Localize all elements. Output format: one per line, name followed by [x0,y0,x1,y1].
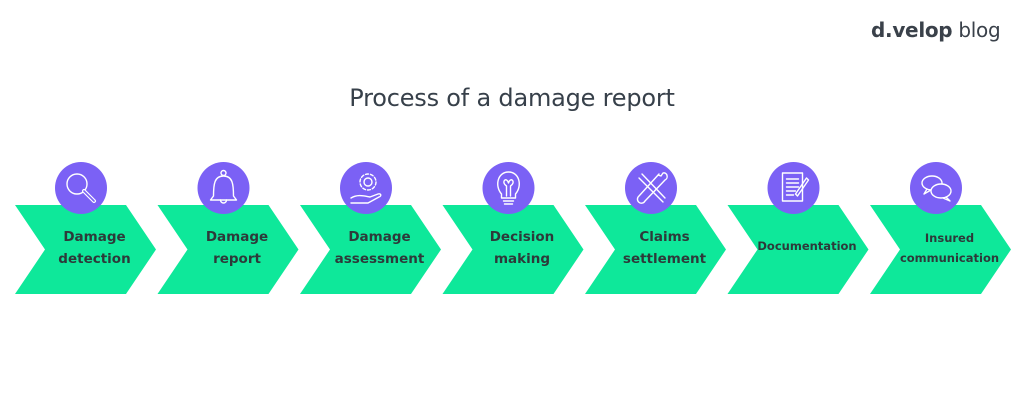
tools-icon [636,172,668,204]
step-label-line: Damage [63,229,126,245]
brand-logo: d.velop blog [871,18,1001,42]
step-icon-circle [482,162,535,214]
step-label: Documentation [754,236,861,256]
step-chevron [585,205,726,294]
document-pen-icon [781,172,810,202]
brand-prefix: d.velop [871,18,953,42]
bell-icon [209,169,238,204]
step-icon-circle [625,162,677,214]
step-label-line: Decision [489,229,555,245]
step-chevron [870,205,1011,294]
step-icon-circle [55,162,107,214]
step-label: Claims settlement [611,226,718,270]
step-label-line: assessment [334,251,425,267]
lightbulb-icon [497,171,520,205]
chat-bubbles-icon [921,175,952,202]
step-label: Insured communication [896,228,1003,268]
step-label-line: Documentation [757,239,857,253]
brand-suffix: blog [958,18,1001,42]
step-label: Decision making [469,226,576,270]
step-label-line: report [213,251,261,267]
step-chevron [442,205,584,294]
gear-hand-icon [350,173,382,204]
step-label-line: settlement [622,251,707,267]
step-label: Damage assessment [326,226,433,270]
step-chevron [727,205,869,294]
step-label: Damage detection [41,226,148,270]
diagram-title: Process of a damage report [349,84,675,112]
magnifier-icon [66,173,96,203]
step-label-line: Damage [348,229,411,245]
step-icon-circle [340,162,392,214]
step-chevron [15,205,156,294]
step-label-line: making [493,251,551,267]
step-label-line: detection [58,251,131,267]
step-label-line: Insured [924,231,975,245]
step-chevron [300,205,441,294]
step-icon-circle [197,162,250,214]
step-label-line: Damage [205,229,269,245]
step-label: Damage report [184,226,291,270]
step-label-line: communication [899,251,1000,265]
step-icon-circle [767,162,820,214]
step-chevron [157,205,299,294]
step-label-line: Claims [639,229,690,245]
